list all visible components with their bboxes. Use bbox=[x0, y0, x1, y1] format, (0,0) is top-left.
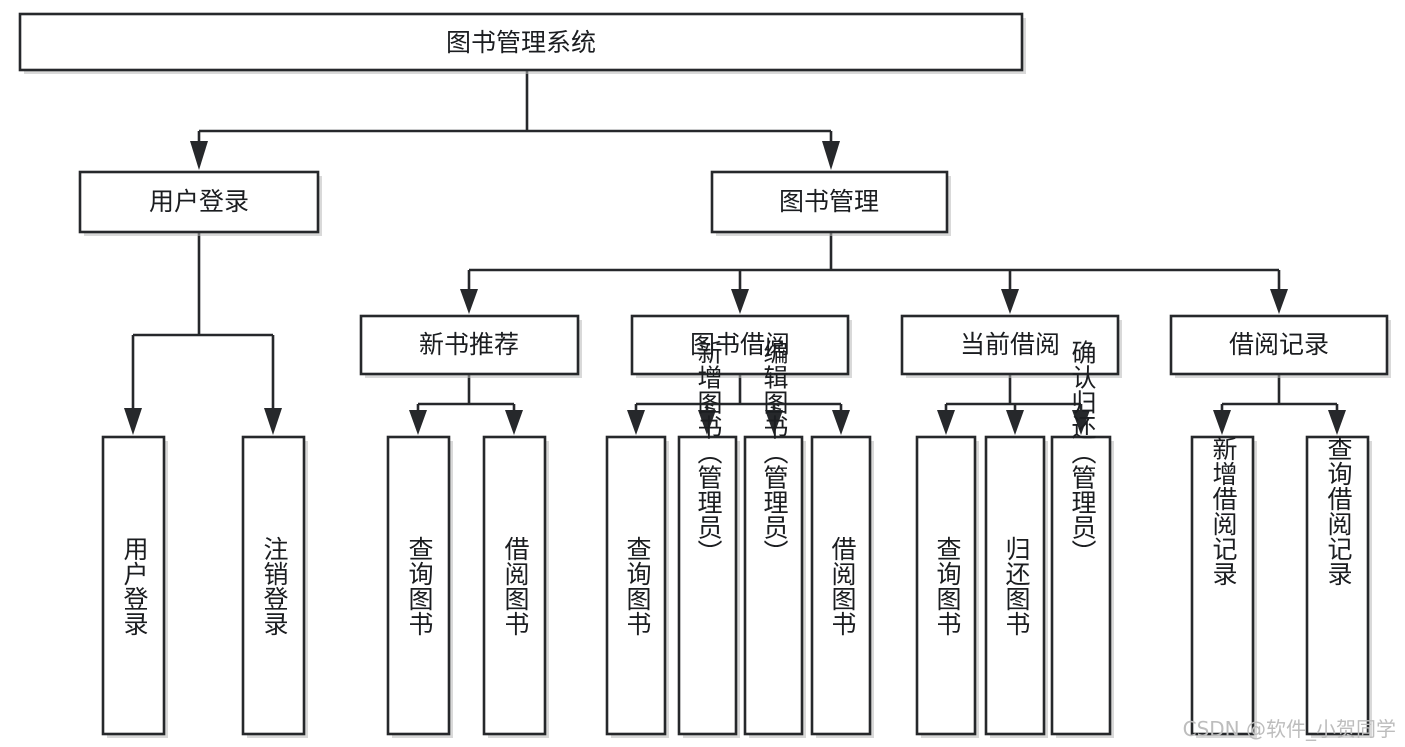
node-root-box[interactable] bbox=[18, 12, 1024, 72]
arrowhead-leaf-query-book-current bbox=[937, 410, 955, 435]
node-leaf-borrow-book-label: 借阅图书 bbox=[828, 536, 857, 636]
node-book-borrow-box[interactable] bbox=[630, 314, 850, 376]
node-book-manage-box[interactable] bbox=[710, 170, 949, 234]
arrowhead-leaf-confirm-return-admin bbox=[1072, 410, 1090, 435]
node-leaf-query-book-recommend-box[interactable] bbox=[386, 435, 451, 736]
node-leaf-logout-box[interactable] bbox=[241, 435, 306, 736]
node-leaf-query-book-current-label: 查询图书 bbox=[933, 536, 962, 636]
node-leaf-add-borrow-record-box[interactable] bbox=[1190, 435, 1255, 736]
node-leaf-user-login[interactable]: 用户登录 bbox=[101, 435, 168, 738]
node-leaf-query-book-borrow[interactable]: 查询图书 bbox=[605, 435, 669, 738]
node-user-login-box[interactable] bbox=[78, 170, 320, 234]
node-user-login-label: 用户登录 bbox=[149, 187, 249, 216]
node-leaf-add-borrow-record-label: 新增借阅记录 bbox=[1209, 436, 1238, 586]
node-leaf-edit-book-admin-box[interactable] bbox=[743, 435, 804, 736]
node-leaf-user-login-box[interactable] bbox=[101, 435, 166, 736]
node-leaf-add-book-admin-label: 新增图书（管理员） bbox=[694, 340, 723, 565]
node-leaf-query-borrow-record[interactable]: 查询借阅记录 bbox=[1305, 435, 1372, 738]
arrowhead-leaf-logout bbox=[264, 408, 282, 435]
node-leaf-borrow-book-recommend-box[interactable] bbox=[482, 435, 547, 736]
node-borrow-record[interactable]: 借阅记录 bbox=[1169, 314, 1391, 378]
arrowhead-leaf-borrow-book bbox=[832, 410, 850, 435]
arrowhead-leaf-add-borrow-record bbox=[1213, 410, 1231, 435]
node-leaf-user-login-label: 用户登录 bbox=[120, 536, 149, 636]
node-root-label: 图书管理系统 bbox=[446, 28, 596, 57]
node-leaf-borrow-book-box[interactable] bbox=[810, 435, 872, 736]
node-new-book-recommend[interactable]: 新书推荐 bbox=[359, 314, 582, 378]
node-root[interactable]: 图书管理系统 bbox=[18, 12, 1026, 74]
node-leaf-borrow-book-recommend-label: 借阅图书 bbox=[501, 536, 530, 636]
node-leaf-logout[interactable]: 注销登录 bbox=[241, 435, 308, 738]
node-leaf-edit-book-admin[interactable]: 编辑图书（管理员） bbox=[743, 340, 806, 739]
node-leaf-logout-label: 注销登录 bbox=[260, 536, 289, 636]
node-leaf-query-borrow-record-label: 查询借阅记录 bbox=[1324, 436, 1353, 586]
node-current-borrow[interactable]: 当前借阅 bbox=[900, 314, 1122, 378]
node-leaf-return-book-label: 归还图书 bbox=[1002, 536, 1031, 636]
node-leaf-add-book-admin[interactable]: 新增图书（管理员） bbox=[677, 340, 740, 739]
arrowhead-borrow-record bbox=[1270, 289, 1288, 314]
arrowhead-leaf-query-book-recommend bbox=[409, 410, 427, 435]
node-borrow-record-label: 借阅记录 bbox=[1229, 330, 1329, 359]
node-leaf-edit-book-admin-label: 编辑图书（管理员） bbox=[760, 340, 789, 565]
node-current-borrow-label: 当前借阅 bbox=[960, 330, 1060, 359]
node-leaf-add-book-admin-box[interactable] bbox=[677, 435, 738, 736]
node-leaf-query-book-recommend[interactable]: 查询图书 bbox=[386, 435, 453, 738]
node-new-book-recommend-label: 新书推荐 bbox=[419, 330, 519, 359]
node-leaf-query-book-current[interactable]: 查询图书 bbox=[915, 435, 979, 738]
edge-layer bbox=[124, 70, 1346, 435]
arrowhead-user-login bbox=[190, 141, 208, 170]
node-leaf-query-book-borrow-box[interactable] bbox=[605, 435, 667, 736]
node-leaf-return-book-box[interactable] bbox=[984, 435, 1046, 736]
csdn-watermark: CSDN @软件_小贺同学 bbox=[1183, 717, 1396, 741]
node-leaf-confirm-return-admin-label: 确认归还（管理员） bbox=[1068, 340, 1097, 565]
arrowhead-leaf-query-borrow-record bbox=[1328, 410, 1346, 435]
node-user-login[interactable]: 用户登录 bbox=[78, 170, 322, 236]
node-leaf-return-book[interactable]: 归还图书 bbox=[984, 435, 1048, 738]
arrowhead-leaf-borrow-book-recommend bbox=[505, 410, 523, 435]
node-book-borrow-label: 图书借阅 bbox=[690, 330, 790, 359]
node-leaf-query-book-current-box[interactable] bbox=[915, 435, 977, 736]
arrowhead-book-manage bbox=[822, 141, 840, 170]
arrowhead-leaf-user-login bbox=[124, 408, 142, 435]
node-leaf-query-book-recommend-label: 查询图书 bbox=[405, 536, 434, 636]
node-leaf-confirm-return-admin[interactable]: 确认归还（管理员） bbox=[1050, 340, 1114, 739]
arrowhead-leaf-edit-book-admin bbox=[765, 410, 783, 435]
node-book-manage-label: 图书管理 bbox=[779, 187, 879, 216]
arrowhead-leaf-add-book-admin bbox=[698, 410, 716, 435]
node-leaf-borrow-book-recommend[interactable]: 借阅图书 bbox=[482, 435, 549, 738]
node-layer: 图书管理系统 用户登录 图书管理 新书推荐 bbox=[18, 12, 1391, 739]
node-leaf-borrow-book[interactable]: 借阅图书 bbox=[810, 435, 874, 738]
arrowhead-current-borrow bbox=[1001, 289, 1019, 314]
arrowhead-leaf-query-book-borrow bbox=[627, 410, 645, 435]
arrowhead-book-borrow bbox=[731, 289, 749, 314]
node-new-book-recommend-box[interactable] bbox=[359, 314, 580, 376]
node-book-manage[interactable]: 图书管理 bbox=[710, 170, 951, 236]
node-leaf-confirm-return-admin-box[interactable] bbox=[1050, 435, 1112, 736]
node-leaf-add-borrow-record[interactable]: 新增借阅记录 bbox=[1190, 435, 1257, 738]
node-current-borrow-box[interactable] bbox=[900, 314, 1120, 376]
arrowhead-leaf-return-book bbox=[1006, 410, 1024, 435]
node-leaf-query-borrow-record-box[interactable] bbox=[1305, 435, 1370, 736]
node-leaf-query-book-borrow-label: 查询图书 bbox=[623, 536, 652, 636]
node-book-borrow[interactable]: 图书借阅 bbox=[630, 314, 852, 378]
node-borrow-record-box[interactable] bbox=[1169, 314, 1389, 376]
arrowhead-new-book-recommend bbox=[460, 289, 478, 314]
